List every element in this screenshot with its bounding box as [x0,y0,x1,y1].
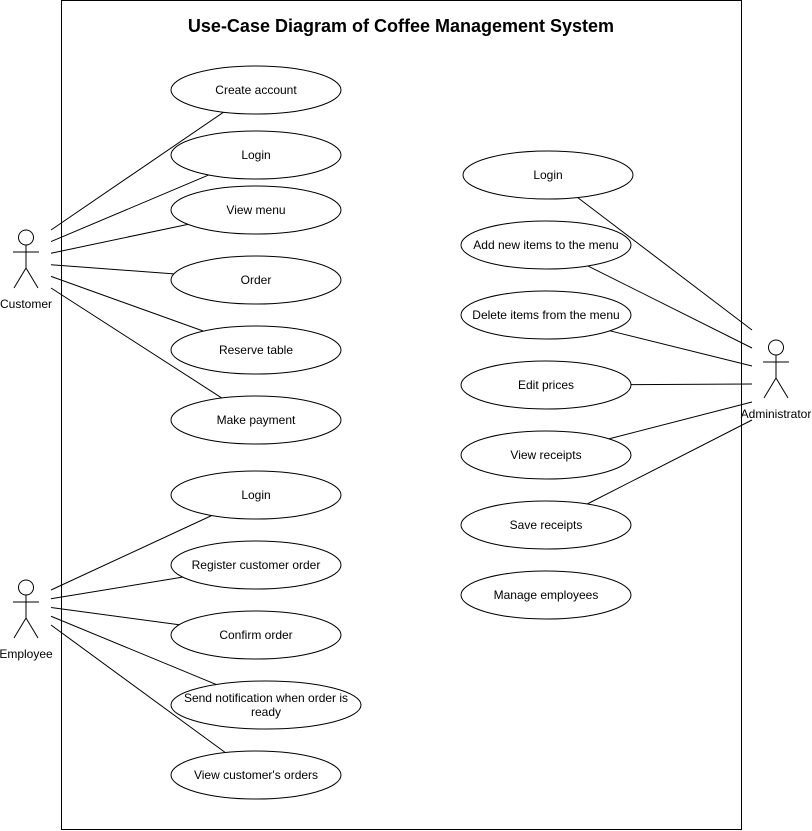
association-employee-confirm-order [50,607,180,626]
use-case-label: Create account [215,83,297,97]
use-case-view-menu[interactable]: View menu [170,185,342,235]
association-customer-reserve-table [50,275,204,332]
association-administrator-save-receipts [586,419,753,505]
actor-customer[interactable]: Customer [0,229,52,311]
use-case-ellipse [170,610,342,660]
use-case-ellipse [460,220,632,270]
association-employee-register-customer-order [50,576,183,600]
use-case-label: View menu [226,203,285,217]
association-employee-view-customers-orders [50,624,226,754]
use-case-ellipse [170,255,342,305]
use-case-view-customers-orders[interactable]: View customer's orders [170,750,342,800]
use-case-manage-employees[interactable]: Manage employees [460,570,632,620]
use-case-edit-prices[interactable]: Edit prices [460,360,632,410]
use-case-label: View receipts [510,448,581,462]
association-customer-make-payment [50,287,223,399]
use-case-label: ready [251,705,281,719]
actor-label: Customer [0,297,52,311]
actor-employee[interactable]: Employee [0,579,53,661]
actor-administrator[interactable]: Administrator [741,339,812,421]
use-case-label: Delete items from the menu [472,308,619,322]
use-case-label: Order [241,273,272,287]
use-case-label: Manage employees [494,588,599,602]
use-case-label: Login [241,148,270,162]
use-case-ellipse [460,570,632,620]
actor-label: Employee [0,647,53,661]
use-case-ellipse [460,290,632,340]
use-case-ellipse [460,360,632,410]
use-case-save-receipts[interactable]: Save receipts [460,500,632,550]
association-employee-employee-login [50,515,212,591]
use-case-view-receipts[interactable]: View receipts [460,430,632,480]
use-case-label: Make payment [217,413,296,427]
association-customer-view-menu [50,223,188,254]
association-customer-create-account [50,111,224,231]
use-case-ellipse [170,325,342,375]
association-customer-order [50,264,174,275]
use-case-ellipse [170,185,342,235]
use-case-label: Add new items to the menu [473,238,618,252]
use-case-reserve-table[interactable]: Reserve table [170,325,342,375]
use-case-ellipse [170,130,342,180]
actor-label: Administrator [741,407,812,421]
use-case-ellipse [460,500,632,550]
use-case-employee-login[interactable]: Login [170,470,342,520]
use-case-label: Login [533,168,562,182]
use-case-order[interactable]: Order [170,255,342,305]
use-case-label: Confirm order [219,628,292,642]
association-administrator-delete-items [609,330,753,367]
use-case-confirm-order[interactable]: Confirm order [170,610,342,660]
use-case-make-payment[interactable]: Make payment [170,395,342,445]
use-case-ellipse [170,395,342,445]
association-administrator-admin-login [577,197,753,331]
use-case-register-customer-order[interactable]: Register customer order [170,540,342,590]
use-case-label: Edit prices [518,378,574,392]
use-case-label: Reserve table [219,343,293,357]
association-lines [50,111,753,754]
use-case-create-account[interactable]: Create account [170,65,342,115]
use-case-ellipse [170,65,342,115]
use-case-ellipse [462,150,634,200]
use-case-label: View customer's orders [194,768,318,782]
stick-figure-icon [13,579,39,639]
association-administrator-view-receipts [608,401,753,440]
use-case-label: Login [241,488,270,502]
use-case-customer-login[interactable]: Login [170,130,342,180]
association-employee-send-notification [50,615,217,685]
system-boundary [61,0,742,830]
use-case-label: Save receipts [510,518,583,532]
association-customer-customer-login [50,174,209,243]
use-case-label: Send notification when order is [184,691,348,705]
use-case-ellipse [170,750,342,800]
association-administrator-add-new-items [587,265,753,349]
use-case-ellipse [170,470,342,520]
stick-figure-icon [13,229,39,289]
use-case-admin-login[interactable]: Login [462,150,634,200]
association-administrator-edit-prices [630,383,753,386]
use-case-label: Register customer order [192,558,321,572]
diagram-title: Use-Case Diagram of Coffee Management Sy… [188,16,614,36]
use-case-delete-items[interactable]: Delete items from the menu [460,290,632,340]
use-case-ellipse [170,540,342,590]
use-case-ellipse [170,680,362,730]
use-case-ellipse [460,430,632,480]
stick-figure-icon [763,339,789,399]
use-case-add-new-items[interactable]: Add new items to the menu [460,220,632,270]
